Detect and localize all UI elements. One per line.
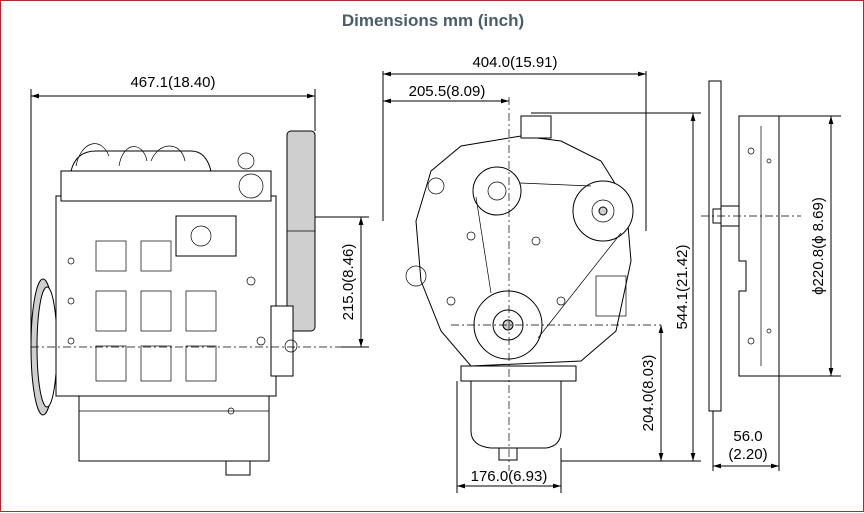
dim-crank-to-bottom: 204.0(8.03) — [640, 355, 657, 432]
dim-flywheel-width-in: (2.20) — [728, 446, 767, 463]
dim-flywheel-diameter: ϕ220.8(ϕ 8.69) — [810, 197, 827, 295]
engine-front-view — [405, 97, 661, 471]
diagram-title: Dimensions mm (inch) — [341, 11, 525, 30]
dim-width-to-crank: 205.5(8.09) — [409, 83, 486, 100]
dim-overall-height: 544.1(21.42) — [674, 244, 691, 329]
dim-overall-length: 467.1(18.40) — [130, 74, 215, 91]
dim-flywheel-width-mm: 56.0 — [733, 428, 762, 445]
dim-sump-width: 176.0(6.93) — [471, 468, 548, 485]
dim-height-to-crank: 215.0(8.46) — [340, 244, 357, 321]
dim-overall-width: 404.0(15.91) — [472, 54, 557, 71]
engine-side-view — [30, 89, 341, 476]
flywheel-view — [701, 80, 801, 412]
